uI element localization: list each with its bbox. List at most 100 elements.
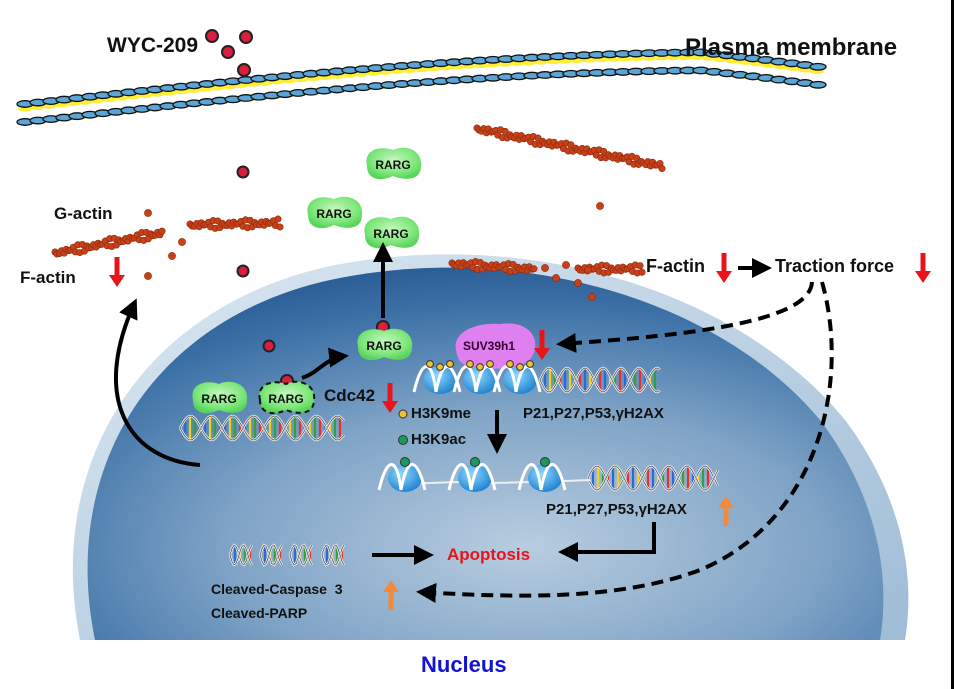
f-actin-right-label: F-actin xyxy=(646,256,706,276)
svg-text:RARG: RARG xyxy=(268,392,303,406)
wyc-209-molecule xyxy=(239,30,253,44)
arrow-rarg-release xyxy=(301,347,349,380)
h3k9me-mark xyxy=(506,360,514,368)
h3k9ac-mark xyxy=(540,457,550,467)
h3k9me-mark xyxy=(486,360,494,368)
genes-up-arrow xyxy=(718,496,734,526)
rarg-cytoplasm-1: RARG xyxy=(366,147,422,180)
dna-fragment-3 xyxy=(288,543,314,567)
wyc-209-molecule xyxy=(237,63,251,77)
g-actin-label: G-actin xyxy=(54,204,113,223)
cdc42-label: Cdc42 xyxy=(324,386,376,405)
dna-fragment-2 xyxy=(258,543,284,567)
nucleosome-methylated-3 xyxy=(492,360,542,394)
nucleosome-acetylated-3 xyxy=(517,457,567,492)
h3k9me-label: H3K9me xyxy=(411,405,472,422)
svg-text:RARG: RARG xyxy=(366,339,401,353)
nucleosomes xyxy=(377,360,591,492)
dashed-traction-caspase xyxy=(416,281,834,603)
nucleosome-acetylated-2 xyxy=(447,457,497,492)
h3k9me-mark xyxy=(466,360,474,368)
nucleosome-methylated-1 xyxy=(412,360,462,394)
g-actin-monomer xyxy=(168,252,176,260)
dna-helices xyxy=(178,366,720,567)
g-actin-monomer xyxy=(562,261,570,269)
nucleosome-methylated-2 xyxy=(452,360,502,394)
h3k9ac-label: H3K9ac xyxy=(411,431,467,448)
cdc42-down-arrow xyxy=(382,383,398,413)
h3k9me-legend-dot xyxy=(398,409,408,419)
g-actin-monomer xyxy=(596,202,604,210)
dna-silenced-genes xyxy=(538,366,661,394)
cleaved-proteins-up-arrow xyxy=(383,580,399,610)
rarg-cytoplasm-3: RARG xyxy=(364,216,420,249)
solid-arrows xyxy=(114,242,772,565)
g-actin-monomer xyxy=(584,266,592,274)
rarg-proteins: RARG RARG RARG RARG RARG RARG xyxy=(192,147,422,415)
g-actin-monomer xyxy=(178,238,186,246)
cleaved-parp-label: Cleaved-PARP xyxy=(211,605,308,621)
genes-bottom-label: P21,P27,P53,γH2AX xyxy=(546,501,687,518)
dna-fragment-4 xyxy=(320,543,346,567)
g-actin-monomer xyxy=(144,272,152,280)
f-actin-filament-mid xyxy=(186,215,284,232)
g-actin-monomer xyxy=(541,264,549,272)
traction-force-down-arrow xyxy=(915,253,931,283)
g-actin-monomer xyxy=(588,293,596,301)
dashed-arrows xyxy=(416,281,834,603)
h3k9me-mark xyxy=(426,360,434,368)
h3k9me-mark xyxy=(476,363,484,371)
dna-rarg-bound xyxy=(178,414,345,442)
f-actin-filament-top xyxy=(473,124,666,173)
regulation-arrows xyxy=(109,253,931,610)
traction-force-label: Traction force xyxy=(775,256,895,276)
wyc-209-molecule xyxy=(205,29,219,43)
svg-text:RARG: RARG xyxy=(375,158,410,172)
svg-text:RARG: RARG xyxy=(201,392,236,406)
rarg-nucleus-released: RARG xyxy=(357,328,413,361)
dashed-traction-suv xyxy=(556,281,814,353)
h3k9ac-mark xyxy=(400,457,410,467)
arrow-genes-apoptosis xyxy=(558,522,656,562)
actin-filaments xyxy=(51,124,666,301)
drug-molecules xyxy=(205,29,390,388)
suv39h1-label: SUV39h1 xyxy=(463,339,516,353)
wyc-209-molecule xyxy=(262,339,276,353)
f-actin-filament-right-b xyxy=(574,261,646,277)
suv39h1-down-arrow xyxy=(534,330,550,360)
h3k9me-mark xyxy=(446,360,454,368)
h3k9me-mark xyxy=(516,363,524,371)
h3k9me-mark xyxy=(436,363,444,371)
g-actin-monomer xyxy=(144,209,152,217)
suv39h1-protein xyxy=(455,323,536,369)
rarg-nucleus-liganded: RARG xyxy=(258,380,316,415)
f-actin-filament-right-a xyxy=(448,258,538,275)
f-actin-filament-left xyxy=(51,227,166,258)
apoptosis-label: Apoptosis xyxy=(447,545,531,564)
wyc-209-molecule xyxy=(236,165,250,179)
nucleosome-acetylated-1 xyxy=(377,457,427,492)
f-actin-left-label: F-actin xyxy=(20,268,76,287)
h3k9ac-mark xyxy=(470,457,480,467)
g-actin-monomer xyxy=(574,279,582,287)
dna-active-genes xyxy=(586,464,720,492)
rarg-nucleus-bound: RARG xyxy=(192,381,248,414)
svg-text:RARG: RARG xyxy=(373,227,408,241)
arrow-to-f-actin xyxy=(114,298,201,467)
cleaved-caspase-label: Cleaved-Caspase 3 xyxy=(211,581,343,597)
membrane-label: Plasma membrane xyxy=(685,34,898,61)
genes-top-label: P21,P27,P53,γH2AX xyxy=(523,405,664,422)
f-actin-right-down-arrow xyxy=(716,253,732,283)
nucleus-label: Nucleus xyxy=(421,652,507,677)
drug-label: WYC-209 xyxy=(107,34,199,57)
dna-fragment-1 xyxy=(228,543,254,567)
svg-text:RARG: RARG xyxy=(316,207,351,221)
f-actin-left-down-arrow xyxy=(109,257,125,287)
h3k9me-mark xyxy=(526,360,534,368)
g-actin-monomer xyxy=(552,274,560,282)
rarg-cytoplasm-2: RARG xyxy=(307,196,363,229)
wyc-209-molecule xyxy=(236,264,250,278)
right-border xyxy=(951,0,954,689)
